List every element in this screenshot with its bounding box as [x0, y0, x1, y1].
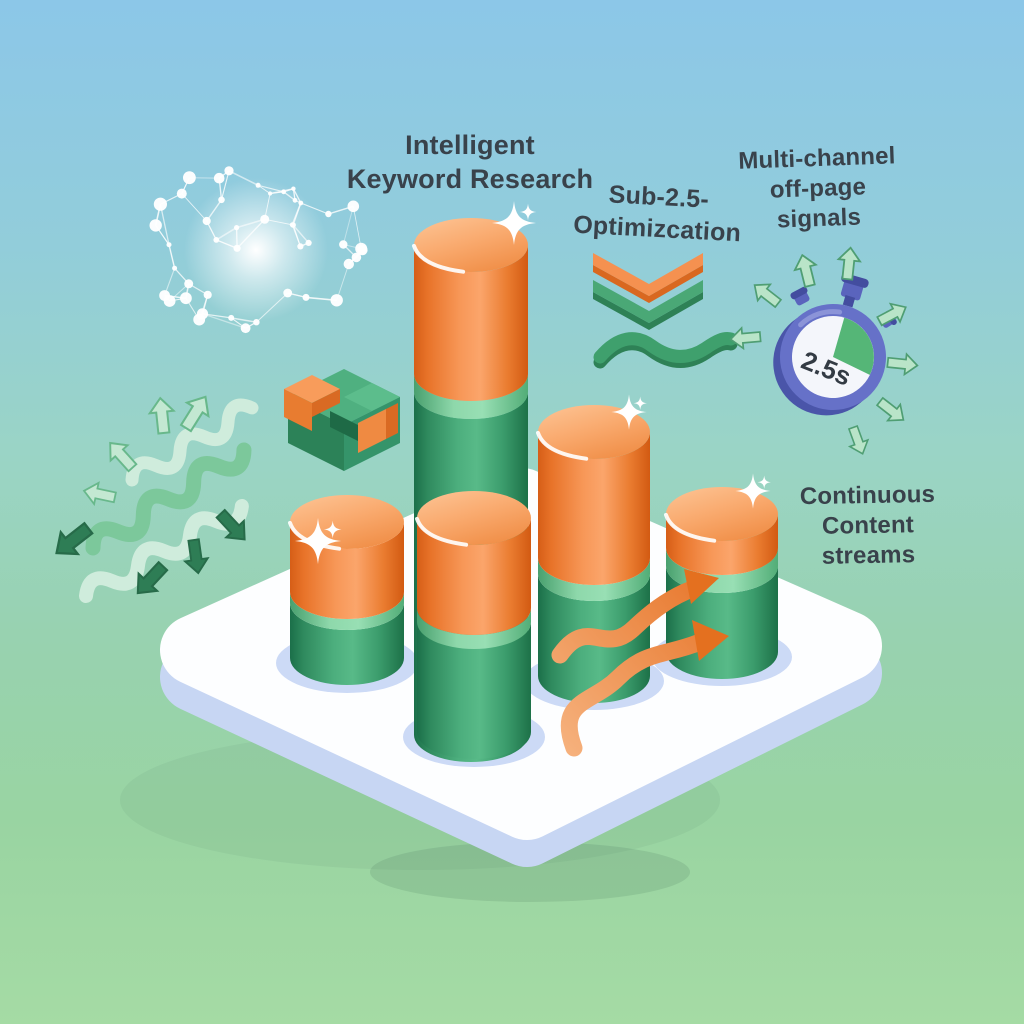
label-line: Intelligent — [405, 130, 535, 160]
neural-network-mesh-icon — [149, 166, 368, 334]
label-line: Continuous — [799, 480, 936, 511]
modular-cube-icon — [284, 369, 400, 471]
label-line: Keyword Research — [346, 164, 594, 195]
wave-ribbon-icon — [593, 332, 738, 369]
curved-growth-arrows-icon — [551, 569, 729, 757]
label-line: signals — [776, 203, 862, 234]
label-content-streams: Continuous Content streams — [800, 480, 937, 573]
stacked-chevrons-icon — [593, 253, 703, 330]
label-line: Content — [821, 511, 915, 541]
cylinder-bar-1 — [288, 495, 404, 685]
cylinder-bar-3 — [415, 491, 531, 759]
label-keyword-research: Intelligent Keyword Research — [347, 128, 593, 196]
label-offpage: Multi-channel off-page signals — [738, 141, 898, 237]
wavy-streams-icon — [79, 398, 259, 603]
label-optimization: Sub-2.5- Optimizcation — [573, 178, 744, 250]
label-line: streams — [821, 541, 916, 571]
stopwatch-icon: 2.5s — [728, 245, 920, 458]
label-line: Multi-channel — [737, 142, 896, 175]
